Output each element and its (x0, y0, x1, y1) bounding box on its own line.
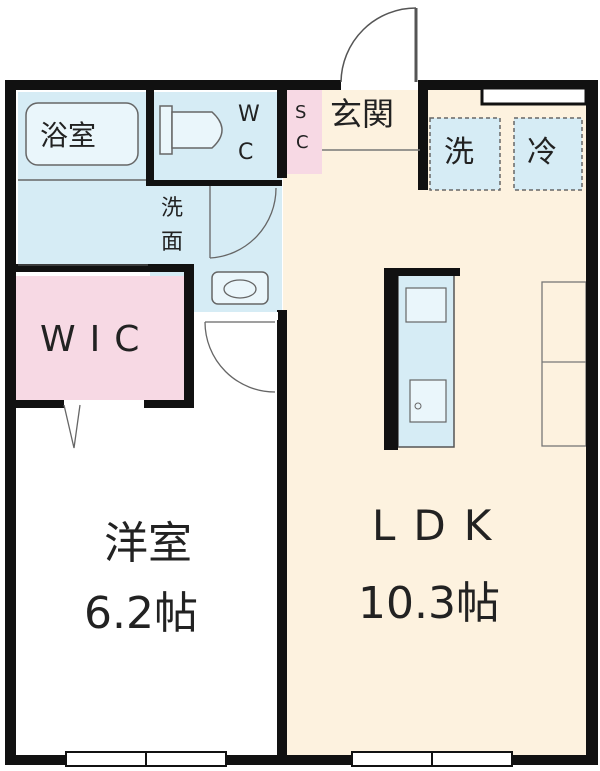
washroom-label-2: 面 (161, 230, 184, 255)
fridge-space (513, 117, 583, 191)
kitchen-stove (405, 287, 447, 323)
washer-space (429, 117, 501, 191)
ldk-label: LDK (372, 501, 510, 550)
washroom-door-swing (209, 187, 277, 259)
ldk-area: 10.3帖 (358, 578, 500, 629)
bathtub (25, 102, 139, 166)
entrance-door-opening (341, 78, 418, 90)
toilet-tank (159, 105, 173, 155)
wc-label-w: W (238, 102, 260, 127)
shelf (541, 281, 587, 447)
sc-label-c: C (296, 132, 309, 153)
western-door-swing (204, 321, 276, 393)
washroom-label-1: 洗 (161, 196, 184, 221)
sink-drain (414, 402, 422, 410)
window-top-right (480, 86, 588, 106)
sc-label-s: S (295, 102, 307, 123)
western-room-label: 洋室 (104, 518, 192, 569)
bath-label: 浴室 (40, 119, 97, 152)
western-door-opening (200, 312, 278, 320)
walls (5, 80, 598, 765)
washer-label: 洗 (444, 135, 474, 170)
wic-door-mark (63, 404, 81, 449)
wc-label-c: C (238, 140, 254, 165)
entrance-floor (322, 88, 420, 150)
western-room-area: 6.2帖 (84, 588, 198, 639)
fridge-label: 冷 (527, 135, 557, 170)
toilet-bowl (171, 111, 223, 149)
wic-door-opening (64, 400, 144, 408)
washbasin-bowl (223, 279, 257, 299)
wic-label: WIC (40, 319, 154, 360)
wic-floor (14, 276, 190, 400)
entrance-door-swing (340, 7, 417, 83)
kitchen-sink (409, 379, 447, 423)
entrance-label: 玄関 (330, 95, 395, 133)
western-room-floor (10, 405, 282, 757)
sc-floor (286, 88, 322, 174)
washbasin (211, 271, 269, 305)
